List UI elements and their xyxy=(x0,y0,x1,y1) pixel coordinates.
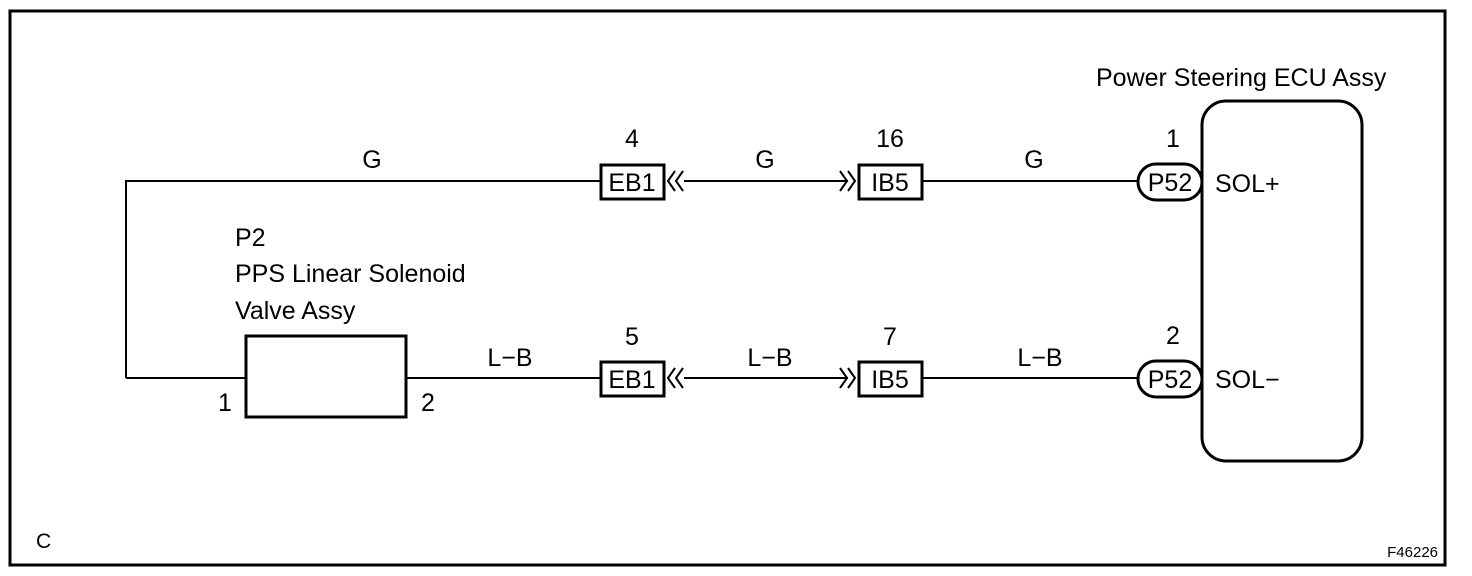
bottom-eb1-box xyxy=(599,360,666,398)
ecu-title: Power Steering ECU Assy xyxy=(1096,64,1387,92)
top-p52-label: P52 xyxy=(1148,169,1192,197)
top-ib5-label: IB5 xyxy=(871,169,909,197)
bottom-ib5-label: IB5 xyxy=(871,366,909,394)
ecu-signal-sol-minus: SOL− xyxy=(1215,366,1280,394)
figure-code: F46226 xyxy=(1387,544,1438,561)
bottom-eb1-socket-symbol xyxy=(666,367,684,389)
solenoid-name-line1: PPS Linear Solenoid xyxy=(235,260,466,288)
ecu-signal-sol-plus: SOL+ xyxy=(1215,170,1280,198)
top-wire-left xyxy=(125,180,601,378)
bottom-wire-right-color: L−B xyxy=(1017,344,1062,372)
bottom-p52-pin: 2 xyxy=(1166,322,1180,350)
bottom-wire-mid-color: L−B xyxy=(747,344,792,372)
top-eb1-socket-symbol xyxy=(666,170,684,192)
bottom-wire-left-color: L−B xyxy=(487,344,532,372)
ecu-box xyxy=(1200,99,1364,463)
solenoid-pin-right: 2 xyxy=(421,389,435,417)
bottom-ib5-plug-symbol xyxy=(839,367,857,389)
bottom-eb1-pin: 5 xyxy=(625,323,639,351)
bottom-p52-label: P52 xyxy=(1148,366,1192,394)
bottom-eb1-label: EB1 xyxy=(608,366,655,394)
solenoid-box xyxy=(244,334,408,419)
top-p52-box xyxy=(1136,162,1204,202)
top-eb1-label: EB1 xyxy=(608,169,655,197)
top-wire-right-color: G xyxy=(1024,146,1043,174)
top-ib5-pin: 16 xyxy=(876,125,904,153)
bottom-p52-box xyxy=(1136,359,1204,399)
top-eb1-box xyxy=(599,163,666,201)
bottom-ib5-box xyxy=(857,360,924,398)
top-eb1-pin: 4 xyxy=(625,125,639,153)
top-wire-mid-color: G xyxy=(755,146,774,174)
diagram-frame xyxy=(8,9,1447,567)
top-ib5-plug-symbol xyxy=(839,170,857,192)
solenoid-code: P2 xyxy=(235,224,266,252)
bottom-ib5-pin: 7 xyxy=(883,323,897,351)
top-ib5-box xyxy=(857,163,924,201)
solenoid-name-line2: Valve Assy xyxy=(235,297,356,325)
top-wire-left-color: G xyxy=(362,146,381,174)
top-p52-pin: 1 xyxy=(1166,125,1180,153)
corner-letter: C xyxy=(36,530,51,553)
solenoid-pin-left: 1 xyxy=(218,389,232,417)
